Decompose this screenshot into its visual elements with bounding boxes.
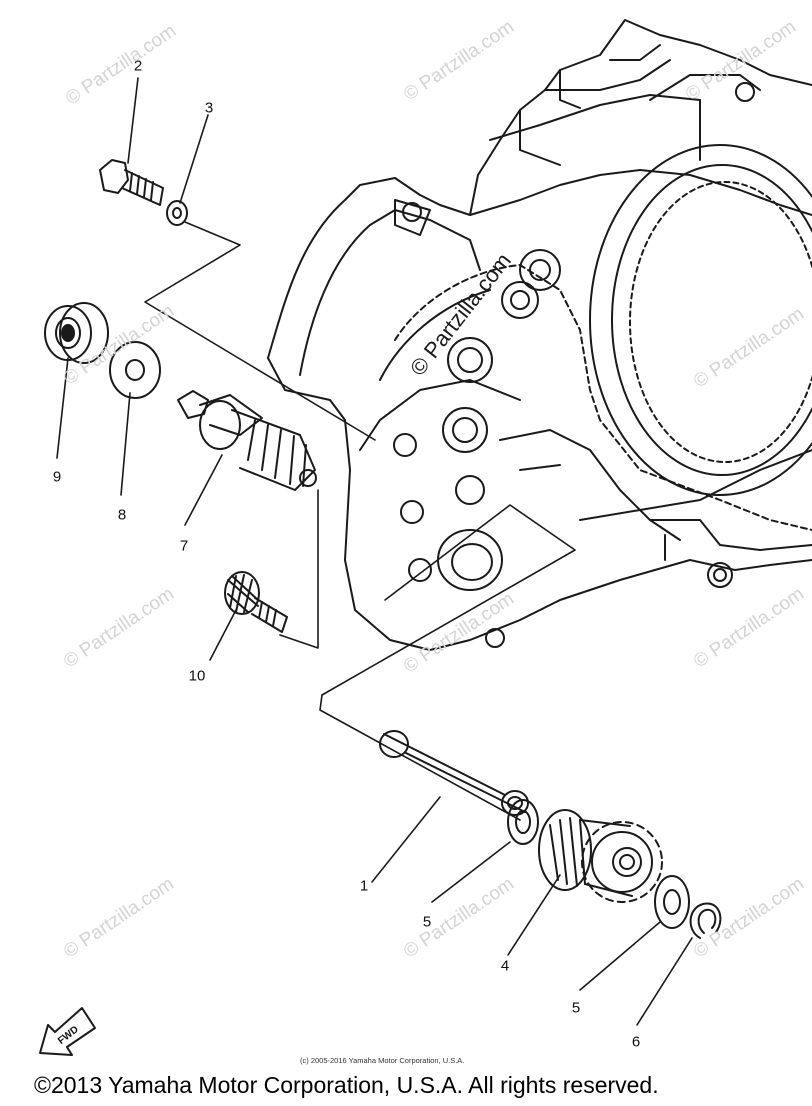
callout-label-1: 1	[359, 877, 369, 895]
callout-label-4: 4	[500, 957, 510, 975]
small-copyright: (c) 2005-2016 Yamaha Motor Corporation, …	[300, 1056, 465, 1065]
callout-label-5-lower: 5	[571, 999, 581, 1017]
part-10-screw	[224, 571, 288, 633]
callout-label-2: 2	[133, 57, 143, 75]
part-8-washer	[109, 341, 161, 399]
part-5-washer-b	[654, 875, 690, 929]
part-7-driven-gear	[177, 390, 317, 491]
part-3-washer	[166, 200, 188, 226]
part-9-oil-seal	[44, 302, 109, 364]
copyright-notice: ©2013 Yamaha Motor Corporation, U.S.A. A…	[34, 1072, 659, 1098]
fwd-arrow-icon	[39, 1007, 96, 1056]
part-1-shaft	[379, 730, 529, 816]
assembly-lines	[56, 77, 693, 1026]
part-5-washer-a	[507, 799, 539, 845]
callout-label-5: 5	[422, 913, 432, 931]
callout-label-8: 8	[117, 506, 127, 524]
callout-label-10: 10	[188, 667, 206, 685]
part-4-kick-gear	[538, 809, 663, 903]
callout-label-3: 3	[204, 99, 214, 117]
part-6-circlip	[689, 902, 722, 939]
crankcase	[267, 19, 812, 651]
callout-label-7: 7	[179, 537, 189, 555]
callout-label-6: 6	[631, 1033, 641, 1051]
callout-label-9: 9	[52, 468, 62, 486]
part-2-bolt	[99, 159, 164, 206]
